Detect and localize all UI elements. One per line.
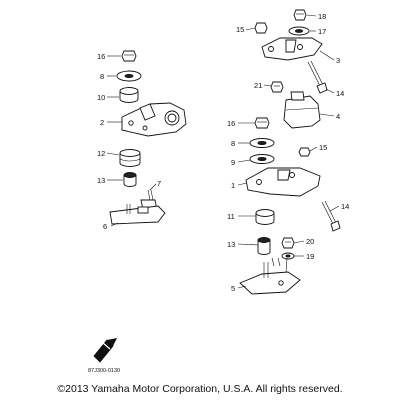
- callout-4: 4: [336, 112, 340, 121]
- right-washer-19: [281, 252, 295, 260]
- callout-11: 11: [227, 212, 235, 221]
- left-damper-12: [119, 149, 141, 167]
- callout-16-right: 16: [227, 119, 235, 128]
- right-bushing-13: [257, 237, 271, 255]
- callout-9: 9: [231, 158, 235, 167]
- right-bracket-1: [245, 167, 321, 197]
- callout-10: 10: [97, 93, 105, 102]
- right-washer-17: [288, 26, 310, 36]
- front-arrow-icon: [93, 338, 117, 363]
- callout-18: 18: [318, 12, 326, 21]
- right-bolt-14-top: [307, 60, 328, 94]
- callout-15-top: 15: [236, 25, 244, 34]
- callout-13-left: 13: [97, 176, 105, 185]
- callout-12: 12: [97, 149, 105, 158]
- left-bracket-2: [121, 102, 187, 137]
- right-damper-11: [255, 209, 275, 225]
- left-bushing-13: [123, 172, 137, 187]
- copyright-text: ©2013 Yamaha Motor Corporation, U.S.A. A…: [57, 383, 343, 395]
- diagram-code: 87J300-0130: [88, 368, 120, 374]
- right-nut-16: [254, 117, 270, 129]
- callout-3: 3: [336, 56, 340, 65]
- left-nut-16: [121, 50, 137, 62]
- callout-numbers: 16 8 10 2 12 13 7 6 15 18 17 3 21 14 4 1…: [97, 12, 349, 293]
- callout-8-right: 8: [231, 139, 235, 148]
- right-nut-20: [281, 237, 295, 249]
- callout-8-left: 8: [100, 72, 104, 81]
- right-washer-8: [249, 138, 275, 148]
- callout-19: 19: [306, 252, 314, 261]
- callout-7: 7: [157, 179, 161, 188]
- right-nut-21: [270, 81, 284, 93]
- right-mount-block-4: [283, 91, 321, 129]
- callout-17: 17: [318, 27, 326, 36]
- right-washer-9: [249, 154, 275, 164]
- callout-2: 2: [100, 118, 104, 127]
- callout-6: 6: [103, 222, 107, 231]
- right-bracket-5: [239, 262, 301, 295]
- right-bolt-14: [321, 200, 341, 232]
- left-damper-10: [119, 87, 139, 103]
- callout-14-right: 14: [341, 202, 349, 211]
- callout-13-right: 13: [227, 240, 235, 249]
- callout-15-right: 15: [319, 143, 327, 152]
- right-nut-15: [298, 147, 311, 157]
- right-nut-15-top: [254, 22, 268, 34]
- callout-5: 5: [231, 284, 235, 293]
- right-bracket-3: [261, 37, 323, 61]
- callout-21: 21: [254, 81, 262, 90]
- right-nut-18: [293, 9, 307, 21]
- callout-1: 1: [231, 181, 235, 190]
- left-bracket-6: [109, 204, 166, 225]
- callout-20: 20: [306, 237, 314, 246]
- callout-16-left: 16: [97, 52, 105, 61]
- left-washer-8: [116, 70, 142, 82]
- callout-14-top: 14: [336, 89, 344, 98]
- leader-lines: [106, 14, 340, 289]
